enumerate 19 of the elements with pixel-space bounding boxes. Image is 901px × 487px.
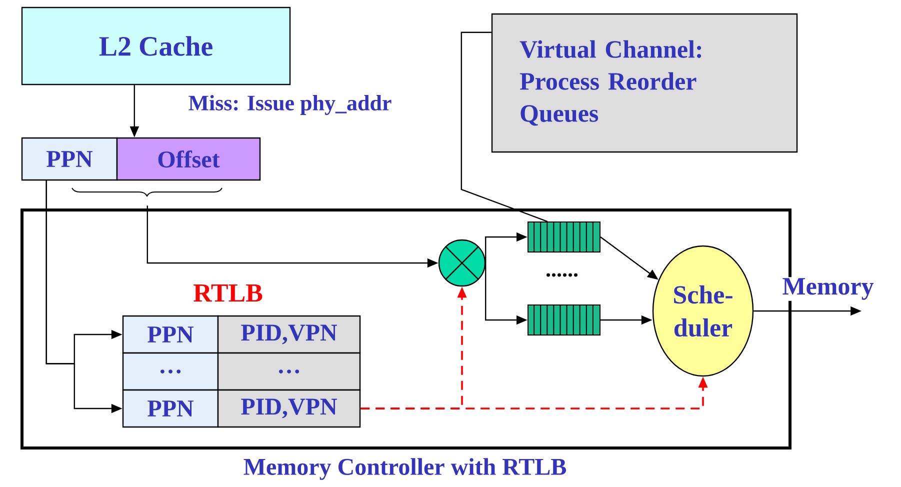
cache-box: L2 Cache — [21, 6, 291, 86]
table-title: RTLB — [194, 284, 262, 302]
address-cell: PPN — [21, 137, 118, 181]
table-cell: PID,VPN — [217, 315, 361, 354]
address-cell: Offset — [116, 137, 261, 181]
table-cell: PID,VPN — [217, 389, 361, 428]
box-title: Memory Controller with RTLB — [244, 458, 566, 480]
mixer-circle — [438, 239, 486, 287]
edge-label: Memory — [781, 277, 875, 301]
queue-drawing — [528, 221, 600, 253]
leader-line — [460, 32, 548, 222]
queue-drawing — [528, 304, 600, 336]
ellipsis-label: ...... — [546, 273, 578, 277]
edge-label: Miss: Issue phy_addr — [187, 94, 393, 116]
note-box: Virtual Channel: Process Reorder Queues — [491, 13, 798, 153]
table-cell: … — [217, 352, 361, 391]
table-cell: PPN — [122, 389, 219, 428]
table-cell: PPN — [122, 315, 219, 354]
table-cell: … — [122, 352, 219, 391]
